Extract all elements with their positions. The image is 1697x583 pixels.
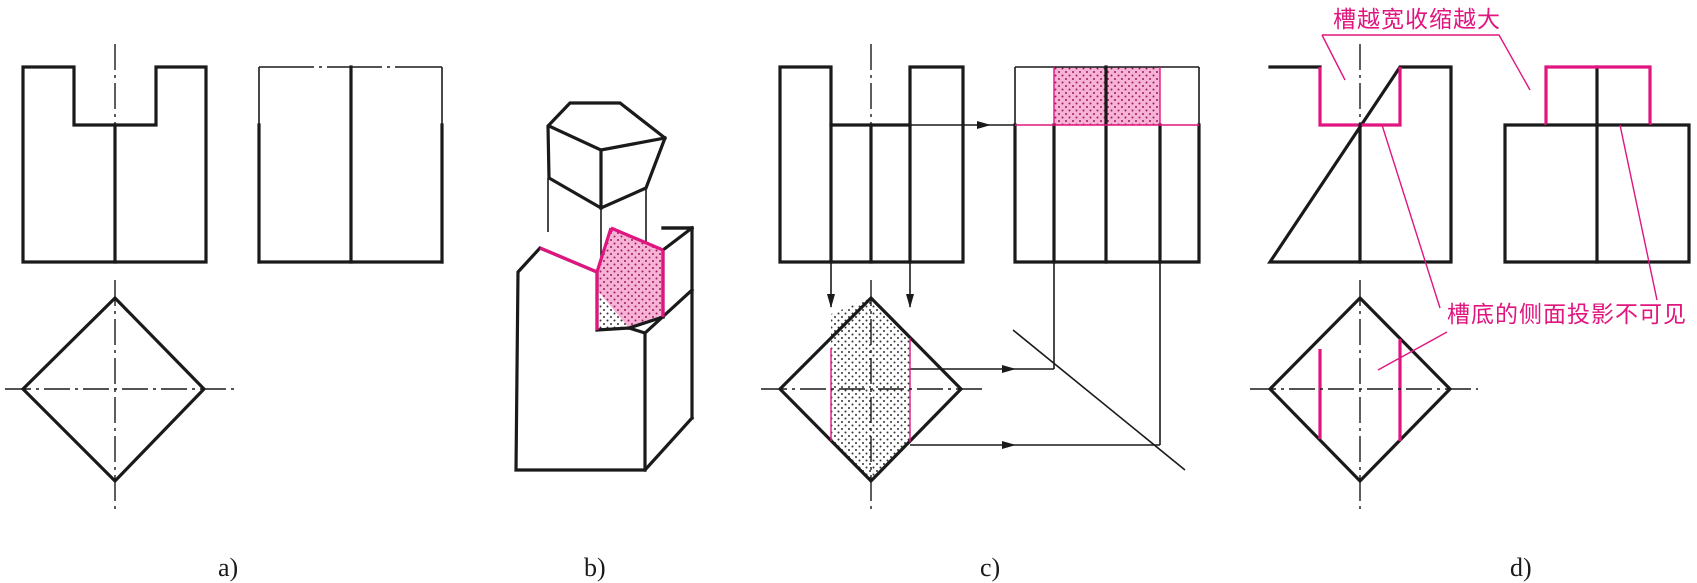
removed-block — [546, 101, 667, 210]
groove-bottom-face — [597, 290, 629, 330]
caption-a: a) — [218, 553, 238, 582]
front-view-c — [778, 44, 965, 264]
side-view-c — [1013, 65, 1201, 264]
bottom-note-leader-2 — [1619, 124, 1658, 301]
caption-b: b) — [584, 553, 606, 582]
side-view-d — [1503, 65, 1691, 264]
bottom-note-leader-1 — [1381, 124, 1441, 309]
panel-b: b) — [514, 101, 695, 582]
panel-c: c) — [761, 44, 1201, 582]
groove-note-leader-right — [1322, 34, 1531, 91]
panel-d: 槽越宽收缩越大 槽底的侧面投影不可见 d) — [1250, 7, 1691, 582]
caption-c: c) — [980, 553, 1000, 582]
bottom-note-text: 槽底的侧面投影不可见 — [1447, 302, 1687, 328]
front-view-a — [21, 44, 208, 264]
bottom-note-leader-3 — [1377, 331, 1448, 371]
groove-note-leader-left — [1321, 34, 1346, 81]
side-view-a — [257, 65, 444, 264]
isometric-body — [514, 225, 695, 473]
caption-d: d) — [1510, 553, 1532, 582]
top-view-d — [1250, 280, 1478, 510]
projection-lines-c — [827, 121, 1186, 471]
panel-a: a) — [5, 44, 444, 582]
top-view-a — [5, 280, 235, 510]
front-view-d — [1267, 44, 1453, 264]
top-view-c — [761, 280, 985, 510]
miter-line — [1012, 329, 1186, 471]
annotation-groove-note: 槽越宽收缩越大 — [1321, 7, 1531, 91]
groove-note-text: 槽越宽收缩越大 — [1333, 7, 1501, 33]
annotation-bottom-note: 槽底的侧面投影不可见 — [1377, 124, 1687, 371]
groove-side-face — [597, 228, 663, 328]
